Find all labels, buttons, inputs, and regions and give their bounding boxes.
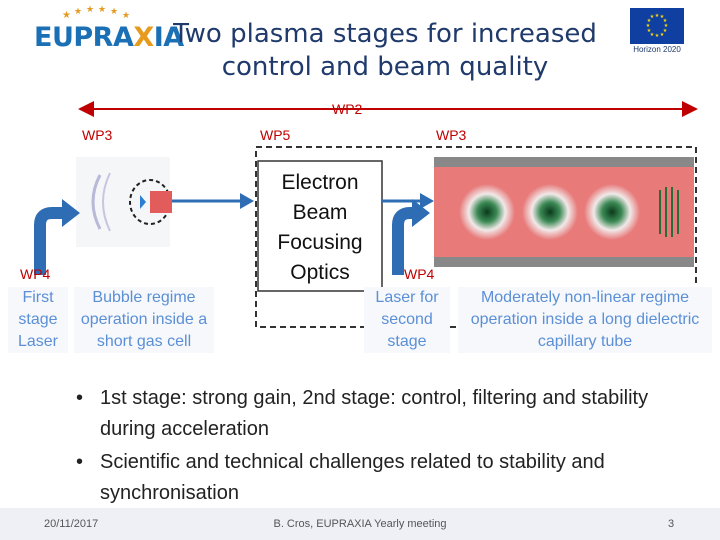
capillary-wall-top xyxy=(434,157,694,167)
wp4-right-label: WP4 xyxy=(404,266,435,282)
svg-text:★: ★ xyxy=(74,7,82,17)
wp3-left-label: WP3 xyxy=(82,127,113,143)
second-laser-arrow xyxy=(392,207,416,275)
logo-text: EUPRAXIA xyxy=(34,22,184,53)
first-laser-arrow xyxy=(34,207,66,275)
svg-text:★: ★ xyxy=(86,5,94,15)
svg-text:★: ★ xyxy=(647,18,652,24)
header-bar xyxy=(0,0,720,62)
eu-flag-icon: ★★★ ★★★ ★★★ ★★★ xyxy=(630,8,684,44)
svg-text:★: ★ xyxy=(655,33,660,39)
svg-text:★: ★ xyxy=(647,28,652,34)
logo-text-x: X xyxy=(133,22,154,53)
svg-text:★: ★ xyxy=(646,23,651,29)
eupraxia-logo: ★ ★ ★ ★ ★ ★ xyxy=(34,4,162,56)
svg-text:★: ★ xyxy=(650,32,655,38)
optics-box-text: Electron Beam Focusing Optics xyxy=(277,171,363,284)
svg-text:★: ★ xyxy=(650,14,655,20)
footer-date: 20/11/2017 xyxy=(44,518,99,530)
logo-text-eu: EU xyxy=(34,22,74,53)
bullet-item: 1st stage: strong gain, 2nd stage: contr… xyxy=(70,383,680,445)
svg-text:★: ★ xyxy=(660,14,665,20)
plasma-stages-diagram xyxy=(34,101,698,328)
wp5-label: WP5 xyxy=(260,127,291,143)
svg-text:★: ★ xyxy=(110,7,118,17)
footer-center-text: B. Cros, EUPRAXIA Yearly meeting xyxy=(273,518,447,530)
caption-first-stage-laser: First stage Laser xyxy=(8,287,68,353)
slide-title: Two plasma stages for increased control … xyxy=(173,19,597,82)
optics-box xyxy=(257,160,383,292)
bullet-item: Scientific and technical challenges rela… xyxy=(70,447,680,509)
page-number: 3 xyxy=(668,518,675,530)
svg-text:★: ★ xyxy=(122,11,130,21)
logo-text-pra: PRA xyxy=(73,22,134,53)
caption-second-stage-laser: Laser for second stage xyxy=(364,287,450,353)
svg-text:★: ★ xyxy=(98,5,106,15)
footer-bar xyxy=(0,508,720,540)
bullet-list: 1st stage: strong gain, 2nd stage: contr… xyxy=(70,383,680,511)
wp4-left-label: WP4 xyxy=(20,266,51,282)
horizon-2020-label: Horizon 2020 xyxy=(633,45,681,54)
svg-text:★: ★ xyxy=(660,32,665,38)
wp2-label: WP2 xyxy=(332,101,363,117)
caption-nonlinear-regime: Moderately non-linear regime operation i… xyxy=(458,287,712,353)
caption-bubble-regime: Bubble regime operation inside a short g… xyxy=(74,287,214,353)
svg-text:★: ★ xyxy=(62,10,71,21)
logo-text-ia: IA xyxy=(153,22,184,53)
svg-text:★: ★ xyxy=(664,23,669,29)
capillary-wall-bottom xyxy=(434,257,694,267)
logo-stars-icon: ★ ★ ★ ★ ★ ★ xyxy=(62,5,130,21)
wp3-right-label: WP3 xyxy=(436,127,467,143)
svg-text:★: ★ xyxy=(663,18,668,24)
svg-text:★: ★ xyxy=(655,13,660,19)
svg-text:★: ★ xyxy=(663,28,668,34)
